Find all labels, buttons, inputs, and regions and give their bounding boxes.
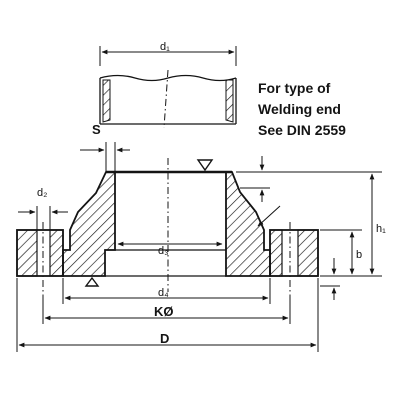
- flange-section: [16, 158, 319, 296]
- rim-section-right-inner: [269, 229, 283, 277]
- h1-label: h₁: [376, 223, 386, 235]
- note-line-1: For type of: [258, 80, 331, 96]
- b-label: b: [356, 249, 362, 261]
- s-label: S: [92, 122, 101, 137]
- k-label: KØ: [154, 304, 174, 319]
- d3-label: d₃: [158, 245, 169, 257]
- d-label: D: [160, 331, 169, 346]
- rim-section-right-outer: [297, 229, 319, 277]
- note-line-2: Welding end: [258, 101, 341, 117]
- fillet-leader: [257, 205, 281, 227]
- pipe-wall-section-left: [102, 79, 111, 123]
- note-line-3: See DIN 2559: [258, 122, 346, 138]
- flange-body-right: [225, 171, 271, 277]
- d1-label: d₁: [160, 41, 170, 53]
- face-finish-symbol-icon: [84, 276, 100, 287]
- d2-label: d₂: [37, 187, 47, 199]
- welding-end-detail: d₁: [99, 41, 237, 129]
- pipe-centerline: [163, 69, 169, 129]
- d4-label: d₄: [158, 287, 169, 299]
- flange-body-left: [62, 171, 116, 277]
- rim-section-left-inner: [49, 229, 64, 277]
- pipe-wall-section-right: [225, 79, 234, 123]
- pipe-break-top: [99, 74, 237, 82]
- weld-symbol-icon: [196, 159, 214, 172]
- rim-section-left-outer: [16, 229, 38, 277]
